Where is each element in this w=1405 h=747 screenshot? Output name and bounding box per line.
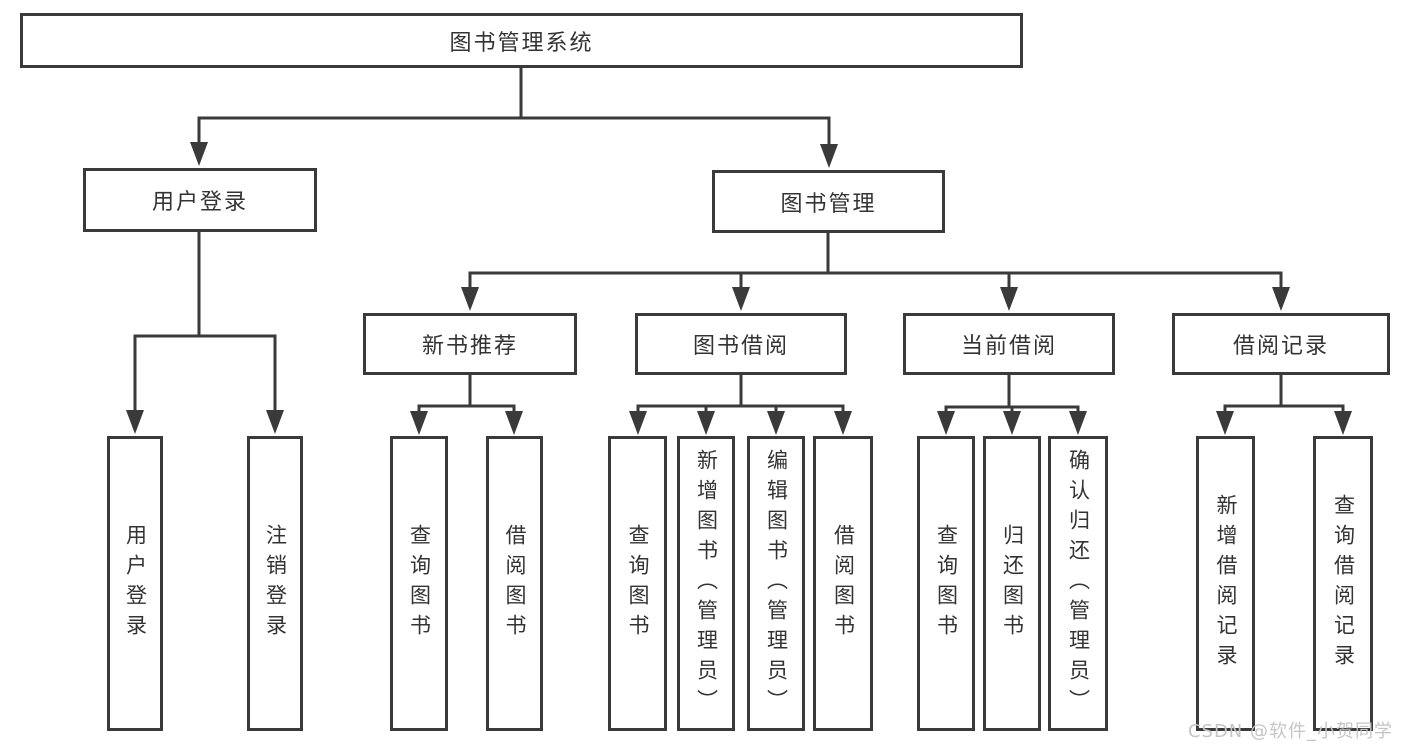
leaf-user-login: 用户登录: [107, 436, 163, 731]
leaf-logout: 注销登录: [247, 436, 303, 731]
leaf-borrow-books-2: 借阅图书: [813, 436, 873, 731]
node-label: 借阅记录: [1232, 334, 1329, 359]
node-label: 借阅图书: [831, 523, 856, 644]
node-label: 编辑图书（管理员）: [764, 448, 789, 719]
leaf-query-books-2: 查询图书: [608, 436, 667, 731]
leaf-add-borrow-record: 新增借阅记录: [1196, 436, 1255, 731]
node-new-book-recommend: 新书推荐: [363, 313, 577, 375]
node-borrowing-records: 借阅记录: [1172, 313, 1390, 375]
node-book-borrowing: 图书借阅: [635, 313, 847, 375]
node-book-management: 图书管理: [712, 170, 945, 233]
node-label: 查询图书: [934, 523, 959, 644]
node-label: 查询图书: [407, 523, 432, 644]
leaf-query-books-1: 查询图书: [390, 436, 448, 731]
node-label: 注销登录: [263, 523, 288, 644]
node-library-management-system: 图书管理系统: [20, 13, 1023, 68]
node-label: 用户登录: [151, 190, 248, 215]
node-label: 确认归还（管理员）: [1066, 448, 1091, 719]
leaf-return-book: 归还图书: [983, 436, 1041, 731]
leaf-query-borrow-record: 查询借阅记录: [1313, 436, 1373, 731]
node-label: 新增图书（管理员）: [694, 448, 719, 719]
node-label: 当前借阅: [960, 334, 1057, 359]
leaf-edit-book-admin: 编辑图书（管理员）: [747, 436, 805, 731]
node-label: 图书管理: [780, 191, 877, 217]
node-label: 图书管理系统: [449, 30, 594, 56]
node-label: 查询借阅记录: [1331, 493, 1356, 674]
node-label: 新增借阅记录: [1214, 493, 1238, 674]
node-label: 查询图书: [626, 523, 650, 644]
node-current-borrowing: 当前借阅: [903, 313, 1115, 375]
node-label: 用户登录: [123, 523, 148, 644]
node-user-login: 用户登录: [83, 168, 317, 232]
leaf-query-books-3: 查询图书: [917, 436, 975, 731]
leaf-add-book-admin: 新增图书（管理员）: [677, 436, 735, 731]
node-label: 图书借阅: [692, 334, 789, 359]
node-label: 归还图书: [1000, 523, 1025, 644]
leaf-borrow-books-1: 借阅图书: [486, 436, 543, 731]
watermark: CSDN @软件_小贺同学: [1187, 721, 1393, 742]
leaf-confirm-return-admin: 确认归还（管理员）: [1048, 436, 1108, 731]
node-label: 新书推荐: [421, 334, 518, 359]
node-label: 借阅图书: [503, 523, 527, 644]
